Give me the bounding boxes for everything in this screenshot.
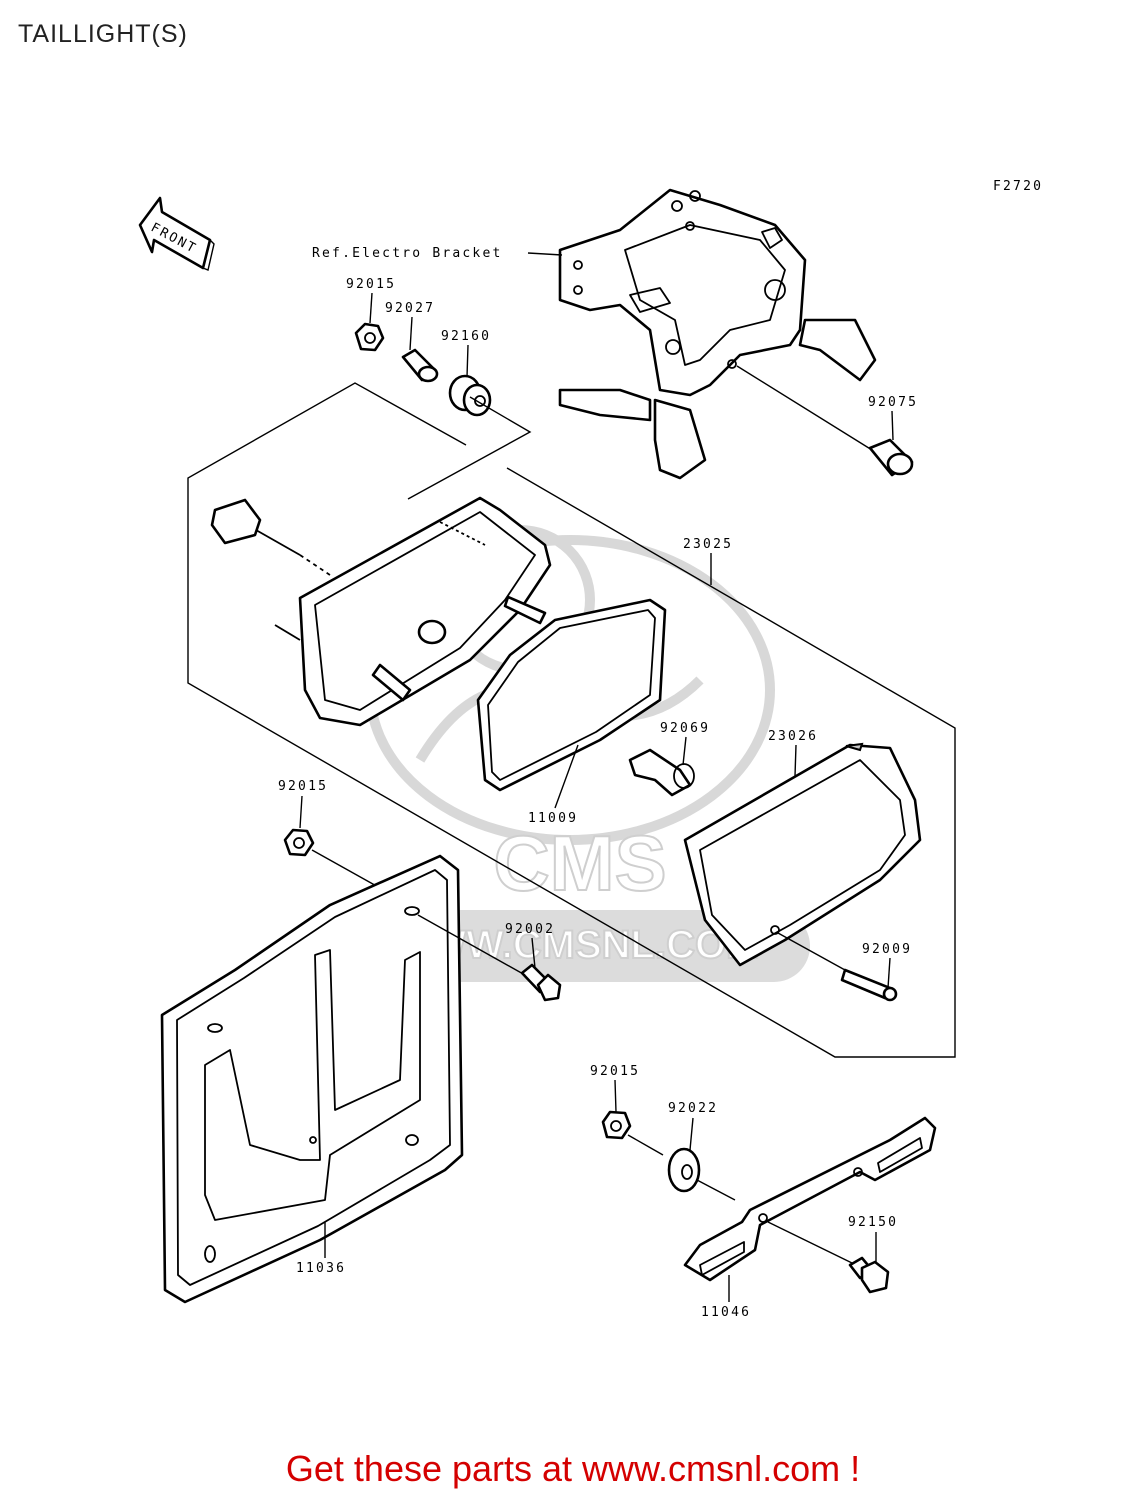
collar-92027 bbox=[401, 348, 439, 383]
part-label-23025: 23025 bbox=[683, 537, 733, 552]
part-label-92069: 92069 bbox=[660, 721, 710, 736]
part-label-11046: 11046 bbox=[701, 1305, 751, 1320]
washer-92022 bbox=[667, 1147, 701, 1193]
part-label-92022: 92022 bbox=[668, 1101, 718, 1116]
part-label-92015-mid: 92015 bbox=[278, 779, 328, 794]
nut-92015-top bbox=[354, 322, 385, 352]
part-label-92027: 92027 bbox=[385, 301, 435, 316]
promo-banner: Get these parts at www.cmsnl.com ! bbox=[285, 1448, 861, 1489]
part-label-92160: 92160 bbox=[441, 329, 491, 344]
part-label-92015-bottom: 92015 bbox=[590, 1064, 640, 1079]
electro-bracket bbox=[558, 188, 877, 480]
gasket-11009 bbox=[476, 598, 667, 792]
damper-92075 bbox=[868, 438, 914, 477]
ref-electro-bracket-label: Ref.Electro Bracket bbox=[312, 246, 503, 261]
connector-plug bbox=[210, 498, 331, 576]
part-label-92015-top: 92015 bbox=[346, 277, 396, 292]
lens-23026 bbox=[683, 742, 922, 967]
taillight-housing bbox=[274, 496, 552, 727]
part-label-23026: 23026 bbox=[768, 729, 818, 744]
bulb-92069 bbox=[628, 748, 695, 797]
front-arrow-icon: FRONT bbox=[138, 196, 215, 271]
figure-code: F2720 bbox=[993, 179, 1043, 194]
assembly-outline-23025 bbox=[187, 382, 956, 1058]
part-label-92150: 92150 bbox=[848, 1215, 898, 1230]
nut-92015-mid bbox=[283, 828, 315, 857]
part-label-11036: 11036 bbox=[296, 1261, 346, 1276]
nut-92015-bottom bbox=[601, 1110, 632, 1140]
part-label-92002: 92002 bbox=[505, 922, 555, 937]
page-title: TAILLIGHT(S) bbox=[18, 20, 188, 48]
part-label-11009: 11009 bbox=[528, 811, 578, 826]
grommet-92160 bbox=[448, 374, 492, 417]
part-label-92075: 92075 bbox=[868, 395, 918, 410]
screw-92009 bbox=[840, 968, 898, 1002]
stay-11046 bbox=[683, 1116, 937, 1282]
bolt-92150 bbox=[848, 1256, 890, 1294]
bolt-92002 bbox=[520, 963, 562, 1002]
part-label-92009: 92009 bbox=[862, 942, 912, 957]
watermark-logo: CMS bbox=[493, 819, 666, 907]
plate-bracket-11036 bbox=[160, 854, 464, 1304]
